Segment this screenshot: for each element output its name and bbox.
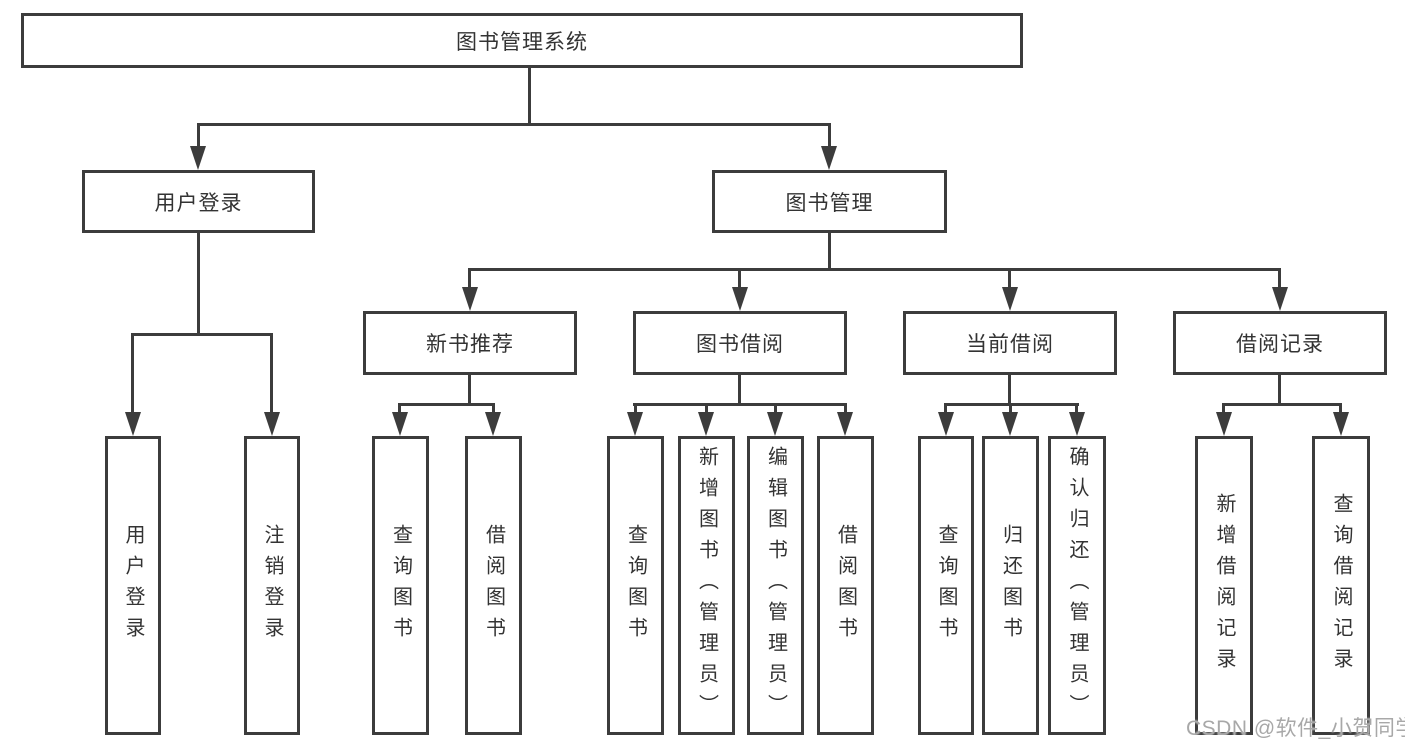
connector-line [398,403,401,418]
connector-line [1222,403,1342,406]
connector-line [738,375,741,405]
leaf-query-books-2-label: 查询图书 [624,523,647,648]
node-root-label: 图书管理系统 [456,30,588,54]
connector-line [634,403,637,418]
arrow-down-icon [767,412,783,436]
connector-line [1075,403,1078,418]
arrow-down-icon [627,412,643,436]
node-new-book-recommend: 新书推荐 [363,311,577,375]
leaf-confirm-return-admin: 确认归还（管理员） [1048,436,1106,735]
arrow-down-icon [732,287,748,311]
connector-line [944,403,947,418]
connector-line [828,123,831,154]
connector-line [1222,403,1225,418]
connector-line [1339,403,1342,418]
leaf-return-books: 归还图书 [982,436,1039,735]
leaf-add-borrow-record-label: 新增借阅记录 [1213,492,1235,679]
connector-line [1008,375,1011,405]
arrow-down-icon [1002,287,1018,311]
connector-line [468,268,1281,271]
arrow-down-icon [1272,287,1288,311]
node-user-login-label: 用户登录 [154,191,243,215]
connector-line [197,123,200,154]
csdn-watermark: CSDN @软件_小贺同学 [1186,717,1405,740]
connector-line [468,268,471,290]
leaf-add-borrow-record: 新增借阅记录 [1195,436,1253,735]
leaf-user-login-label: 用户登录 [122,523,144,648]
connector-line [1009,403,1012,418]
leaf-edit-books-admin-label: 编辑图书（管理员） [764,446,787,725]
node-current-borrow: 当前借阅 [903,311,1117,375]
connector-line [131,333,134,415]
connector-line [633,403,847,406]
node-current-borrow-label: 当前借阅 [966,333,1054,356]
leaf-edit-books-admin: 编辑图书（管理员） [747,436,804,735]
connector-line [1278,375,1281,405]
leaf-query-books-1-label: 查询图书 [389,523,412,648]
arrow-down-icon [264,412,280,436]
leaf-user-login: 用户登录 [105,436,161,735]
node-borrow-record: 借阅记录 [1173,311,1387,375]
connector-line [1278,268,1281,290]
connector-line [270,333,273,415]
arrow-down-icon [698,412,714,436]
node-borrow-record-label: 借阅记录 [1236,333,1324,356]
arrow-down-icon [837,412,853,436]
node-book-management: 图书管理 [712,170,947,233]
arrow-down-icon [190,146,206,170]
node-book-management-label: 图书管理 [785,191,874,215]
arrow-down-icon [485,412,501,436]
leaf-query-borrow-record: 查询借阅记录 [1312,436,1370,735]
node-book-borrow-label: 图书借阅 [696,333,784,356]
arrow-down-icon [821,146,837,170]
connector-line [738,268,741,290]
node-new-book-recommend-label: 新书推荐 [426,333,514,356]
arrow-down-icon [462,287,478,311]
leaf-logout-label: 注销登录 [261,523,283,648]
leaf-confirm-return-admin-label: 确认归还（管理员） [1066,446,1088,725]
node-user-login: 用户登录 [82,170,315,233]
arrow-down-icon [938,412,954,436]
connector-line [468,375,471,405]
leaf-add-books-admin-label: 新增图书（管理员） [695,446,718,725]
connector-line [844,403,847,418]
arrow-down-icon [1333,412,1349,436]
arrow-down-icon [392,412,408,436]
arrow-down-icon [125,412,141,436]
leaf-add-books-admin: 新增图书（管理员） [678,436,735,735]
connector-line [1008,268,1011,290]
connector-line [492,403,495,418]
arrow-down-icon [1002,412,1018,436]
connector-line [197,123,831,126]
connector-line [705,403,708,418]
connector-line [828,233,831,270]
leaf-query-books-3-label: 查询图书 [935,523,957,648]
leaf-borrow-books-1-label: 借阅图书 [482,523,505,648]
leaf-query-books-2: 查询图书 [607,436,664,735]
leaf-query-books-1: 查询图书 [372,436,429,735]
leaf-logout: 注销登录 [244,436,300,735]
leaf-return-books-label: 归还图书 [999,523,1022,648]
connector-line [774,403,777,418]
leaf-borrow-books-1: 借阅图书 [465,436,522,735]
connector-line [197,233,200,335]
connector-line [131,333,273,336]
node-book-borrow: 图书借阅 [633,311,847,375]
leaf-borrow-books-2: 借阅图书 [817,436,874,735]
leaf-query-borrow-record-label: 查询借阅记录 [1330,492,1352,679]
node-root: 图书管理系统 [21,13,1023,68]
leaf-borrow-books-2-label: 借阅图书 [834,523,857,648]
arrow-down-icon [1069,412,1085,436]
connector-line [398,403,495,406]
arrow-down-icon [1216,412,1232,436]
leaf-query-books-3: 查询图书 [918,436,974,735]
connector-line [528,68,531,125]
